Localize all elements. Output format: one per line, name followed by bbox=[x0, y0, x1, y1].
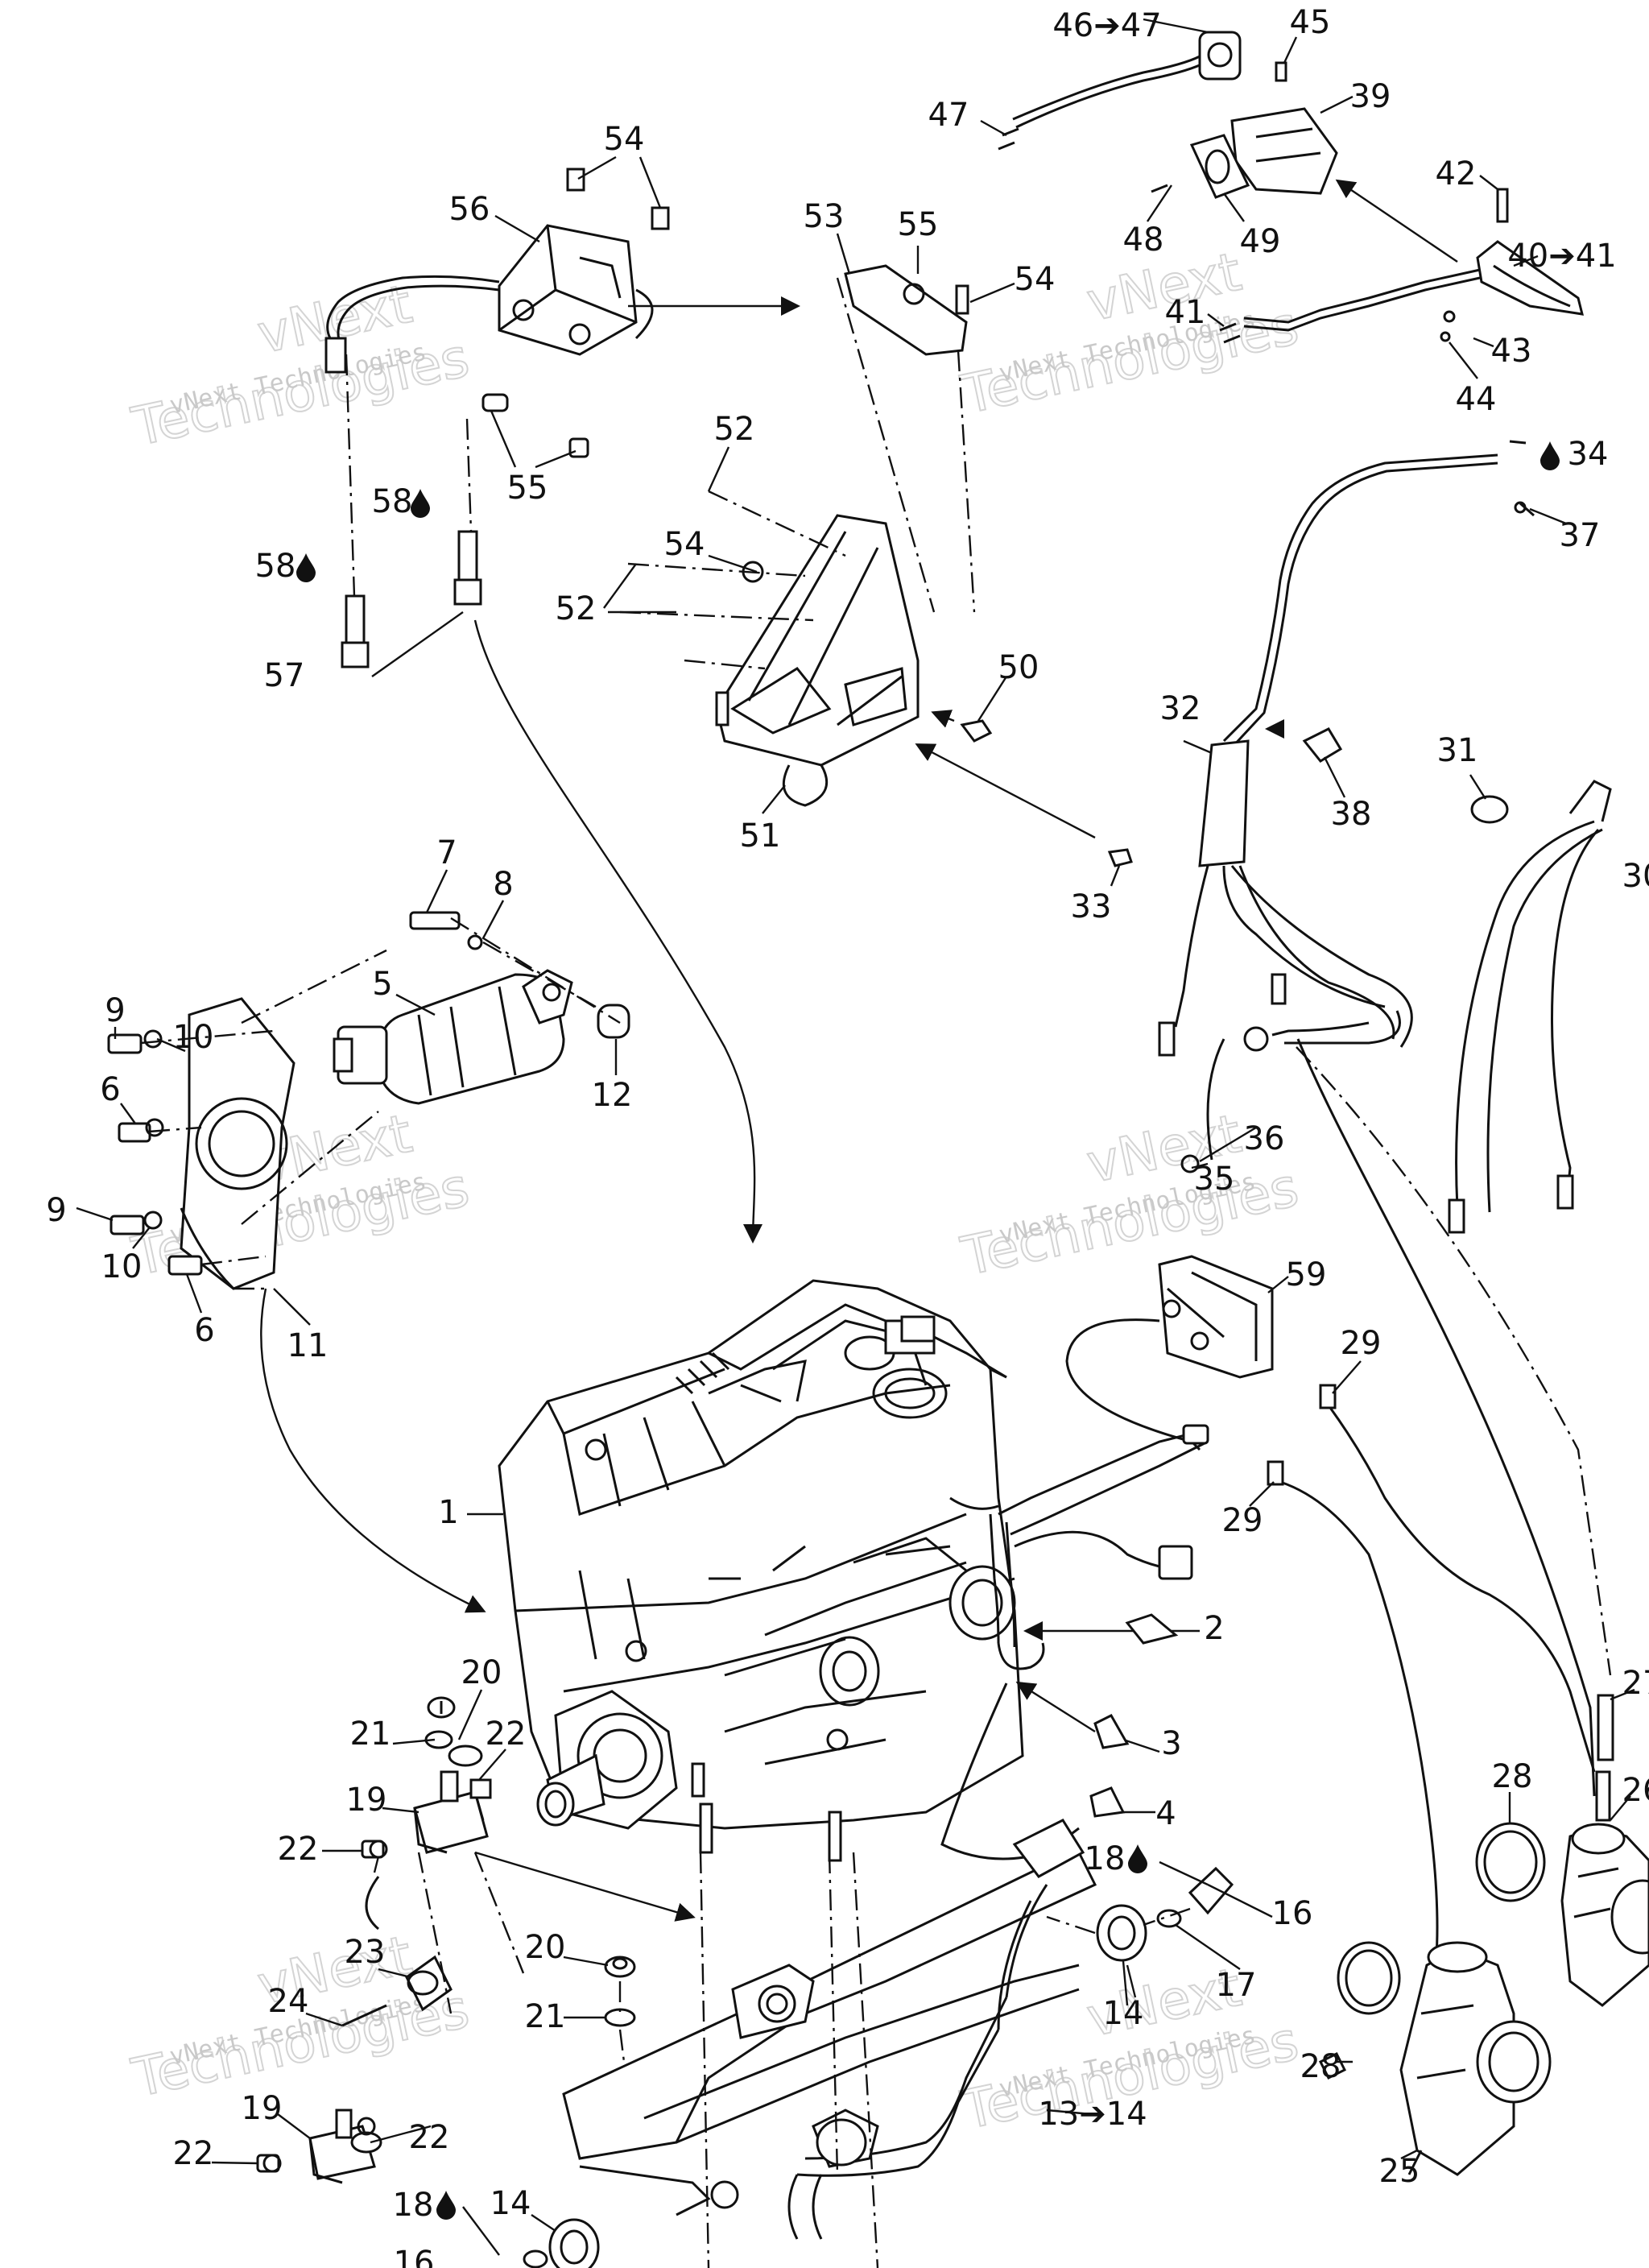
callout-24: 24 bbox=[268, 1983, 309, 2020]
callout-55b: 55 bbox=[507, 470, 548, 507]
callout-29a: 29 bbox=[1341, 1325, 1382, 1362]
callout-35: 35 bbox=[1194, 1161, 1235, 1198]
callout-52a: 52 bbox=[714, 411, 755, 448]
ignition-coil-assembly bbox=[324, 168, 800, 1244]
lubricant-drop-icons bbox=[296, 441, 1560, 2220]
callout-32: 32 bbox=[1160, 690, 1201, 727]
callout-17: 17 bbox=[1216, 1967, 1257, 2004]
callout-31: 31 bbox=[1437, 732, 1478, 769]
callout-54a: 54 bbox=[604, 121, 645, 158]
callout-29b: 29 bbox=[1222, 1502, 1263, 1539]
engine-mount-frame-assembly bbox=[256, 1696, 1234, 2268]
callout-56: 56 bbox=[449, 191, 490, 228]
switch-housing-assembly bbox=[998, 31, 1585, 344]
callout-22d: 22 bbox=[173, 2135, 214, 2172]
callout-16a: 16 bbox=[1272, 1895, 1313, 1932]
callout-19a: 19 bbox=[346, 1782, 387, 1819]
callout-13-14: 13➔14 bbox=[1038, 2096, 1147, 2133]
callout-6a: 6 bbox=[100, 1071, 120, 1108]
callout-4: 4 bbox=[1155, 1795, 1176, 1832]
callout-42: 42 bbox=[1436, 155, 1477, 192]
callout-58a: 58 bbox=[372, 483, 413, 520]
callout-47: 47 bbox=[928, 97, 969, 134]
callout-22a: 22 bbox=[486, 1715, 527, 1753]
callout-41: 41 bbox=[1165, 294, 1206, 331]
fuel-pump-part bbox=[1065, 1255, 1274, 1451]
callout-21a: 21 bbox=[350, 1715, 391, 1753]
callout-49: 49 bbox=[1240, 223, 1281, 260]
callout-44: 44 bbox=[1456, 381, 1497, 418]
callout-28a: 28 bbox=[1492, 1758, 1533, 1795]
callout-9b: 9 bbox=[46, 1192, 66, 1229]
callout-28b: 28 bbox=[1300, 2048, 1341, 2085]
callout-33: 33 bbox=[1071, 888, 1112, 925]
callout-3: 3 bbox=[1161, 1725, 1181, 1762]
callout-2: 2 bbox=[1204, 1610, 1224, 1647]
callout-59: 59 bbox=[1286, 1256, 1327, 1293]
callout-6b: 6 bbox=[194, 1312, 214, 1349]
callout-18b: 18 bbox=[393, 2187, 434, 2224]
callout-46-47: 46➔47 bbox=[1052, 7, 1161, 44]
oil-drop-icon bbox=[296, 553, 316, 582]
engine-block-part bbox=[498, 1279, 1209, 1862]
callout-11: 11 bbox=[287, 1327, 329, 1364]
callout-50: 50 bbox=[998, 649, 1039, 686]
callout-22b: 22 bbox=[278, 1831, 319, 1868]
callout-18a: 18 bbox=[1085, 1840, 1126, 1877]
carburetor-assembly bbox=[1318, 1694, 1649, 2176]
callout-1: 1 bbox=[438, 1494, 458, 1531]
callout-38: 38 bbox=[1331, 796, 1372, 833]
callout-54c: 54 bbox=[664, 526, 705, 563]
oil-drop-icon bbox=[411, 489, 430, 518]
oil-drop-icon bbox=[1540, 441, 1560, 470]
callout-14b: 14 bbox=[490, 2185, 531, 2222]
oil-drop-icon bbox=[1128, 1844, 1147, 1873]
callout-58b: 58 bbox=[255, 548, 296, 585]
oil-drop-icon bbox=[436, 2191, 456, 2220]
callout-20b: 20 bbox=[525, 1929, 566, 1966]
callout-36: 36 bbox=[1244, 1120, 1285, 1157]
callout-8: 8 bbox=[493, 866, 513, 903]
callout-51: 51 bbox=[740, 817, 781, 855]
callout-45: 45 bbox=[1290, 4, 1331, 41]
callout-16b: 16 bbox=[394, 2245, 435, 2268]
callout-9a: 9 bbox=[105, 992, 125, 1029]
callout-37: 37 bbox=[1560, 517, 1601, 554]
callout-57: 57 bbox=[264, 657, 305, 694]
callout-12: 12 bbox=[592, 1077, 633, 1114]
mounting-bracket-assembly bbox=[619, 264, 1096, 839]
leader-lines bbox=[76, 18, 1635, 2256]
callout-25: 25 bbox=[1379, 2153, 1420, 2190]
callout-27: 27 bbox=[1622, 1665, 1649, 1702]
callout-39: 39 bbox=[1350, 78, 1391, 115]
callout-54b: 54 bbox=[1015, 261, 1056, 298]
callout-52b: 52 bbox=[556, 590, 597, 627]
callout-30: 30 bbox=[1622, 858, 1649, 895]
callout-43: 43 bbox=[1491, 333, 1532, 370]
callout-26: 26 bbox=[1622, 1772, 1649, 1809]
callout-19b: 19 bbox=[242, 2090, 283, 2127]
callout-21b: 21 bbox=[525, 1998, 566, 2035]
wiring-harness-assembly bbox=[1107, 440, 1612, 1990]
callout-10b: 10 bbox=[101, 1248, 143, 1285]
callout-7: 7 bbox=[436, 834, 457, 871]
callout-40-41: 40➔41 bbox=[1507, 238, 1616, 275]
callout-23: 23 bbox=[345, 1934, 386, 1971]
callout-22c: 22 bbox=[409, 2119, 450, 2156]
callout-10a: 10 bbox=[173, 1019, 214, 1056]
callout-14a: 14 bbox=[1103, 1995, 1144, 2032]
callout-34: 34 bbox=[1568, 436, 1609, 473]
callout-5: 5 bbox=[372, 966, 392, 1003]
callout-53: 53 bbox=[804, 198, 845, 235]
callout-55a: 55 bbox=[898, 206, 939, 243]
starter-motor-assembly bbox=[107, 911, 630, 1613]
callout-20a: 20 bbox=[461, 1654, 502, 1691]
callout-48: 48 bbox=[1123, 221, 1164, 259]
